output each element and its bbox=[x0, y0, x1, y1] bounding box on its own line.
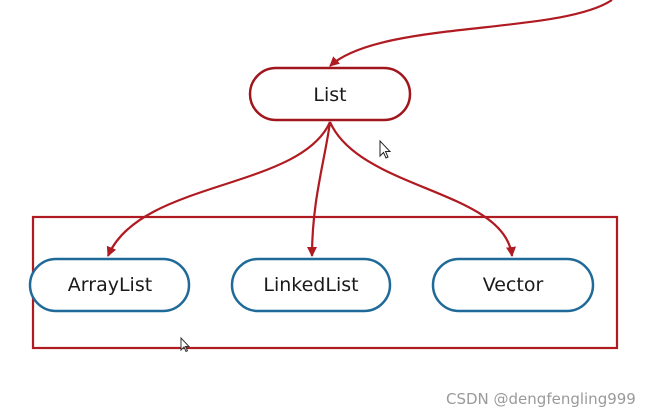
arraylist-node: ArrayList bbox=[28, 257, 191, 313]
arrow-to-vector bbox=[328, 121, 517, 257]
mouse-cursor-icon bbox=[379, 139, 392, 159]
linkedlist-node-label: LinkedList bbox=[263, 274, 358, 296]
arraylist-node-box bbox=[28, 257, 191, 313]
watermark: CSDN @dengfengling999 bbox=[446, 390, 636, 408]
list-node-label: List bbox=[313, 84, 346, 106]
mouse-cursor-icon bbox=[180, 336, 191, 353]
list-node: List bbox=[248, 66, 412, 122]
linkedlist-node-box bbox=[230, 257, 392, 313]
list-node-box bbox=[248, 66, 412, 122]
arraylist-node-label: ArrayList bbox=[68, 274, 152, 296]
arrow-to-linkedlist bbox=[307, 121, 332, 257]
arrow-to-arraylist bbox=[106, 121, 332, 257]
incoming-arrow bbox=[329, 0, 613, 67]
vector-node-label: Vector bbox=[483, 274, 544, 296]
linkedlist-node: LinkedList bbox=[230, 257, 392, 313]
vector-node: Vector bbox=[431, 257, 595, 313]
vector-node-box bbox=[431, 257, 595, 313]
